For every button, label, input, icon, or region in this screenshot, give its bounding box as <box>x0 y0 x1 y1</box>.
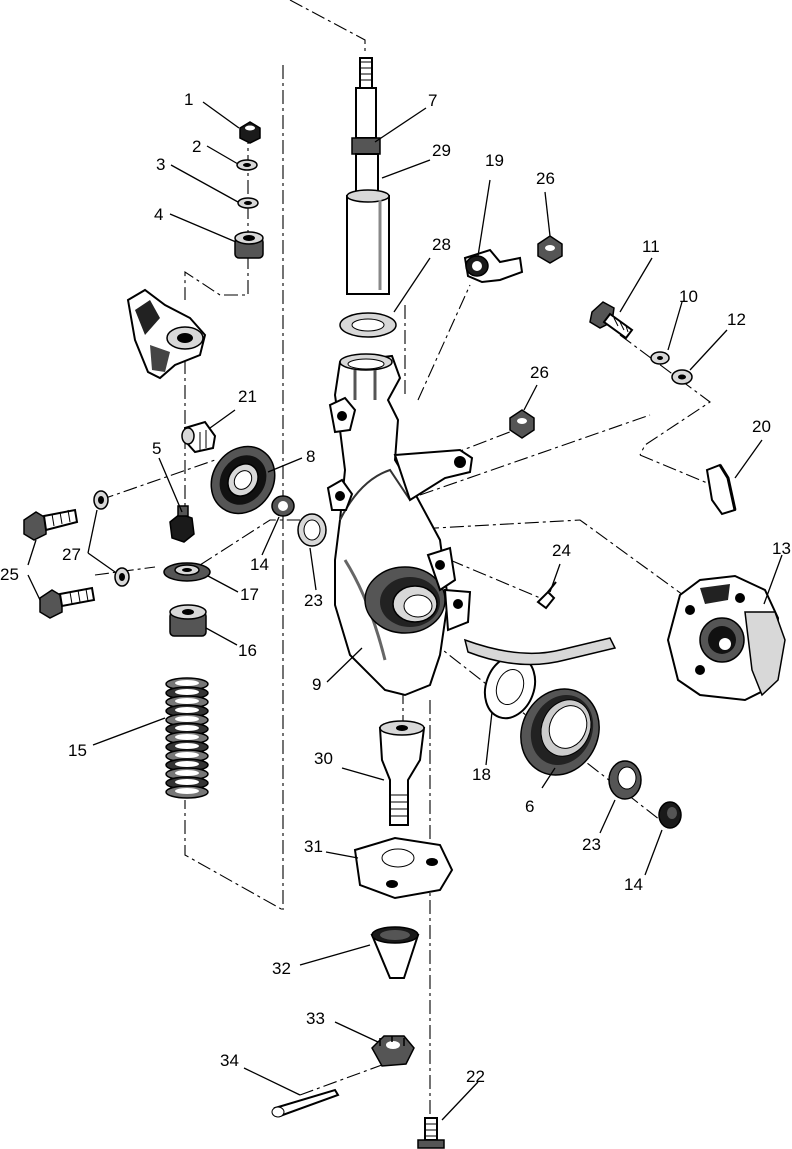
label-32: 32 <box>272 959 291 978</box>
part-15-spring <box>165 677 209 800</box>
label-15: 15 <box>68 741 87 760</box>
part-12-washer <box>671 369 693 385</box>
part-32-cone <box>370 926 420 979</box>
label-31: 31 <box>304 837 323 856</box>
part-13-caliper <box>666 574 786 702</box>
part-25-bolt-upper <box>23 508 79 541</box>
part-11-bolt <box>589 301 634 340</box>
part-23-ring-right <box>608 760 642 800</box>
part-17-seat <box>163 562 211 582</box>
spring-coil-inner <box>175 743 199 749</box>
part-29-tube <box>346 189 390 295</box>
part-34-cotter-pin <box>271 1088 340 1118</box>
brake-cable <box>463 637 617 666</box>
label-10: 10 <box>679 287 698 306</box>
spring-coil-inner <box>175 698 199 704</box>
part-22-screw <box>417 1117 445 1149</box>
part-23-ring-left <box>297 513 327 547</box>
part-27-washer-lower <box>114 567 130 587</box>
part-3-washer <box>237 197 259 209</box>
part-26-nut-top <box>537 235 563 264</box>
part-6-ring <box>520 688 600 776</box>
label-30: 30 <box>314 749 333 768</box>
part-1-nut <box>239 121 261 144</box>
label-34: 34 <box>220 1051 239 1070</box>
part-26-nut-lower <box>509 409 535 439</box>
part-10-washer <box>650 351 670 365</box>
part-33-castle-nut <box>371 1035 415 1067</box>
part-4-bushing <box>234 231 264 259</box>
spring-coil-inner <box>175 689 199 695</box>
label-18: 18 <box>472 765 491 784</box>
part-7-shaft <box>351 57 381 197</box>
label-29: 29 <box>432 141 451 160</box>
upper-bracket <box>126 288 207 380</box>
label-17: 17 <box>240 585 259 604</box>
label-16: 16 <box>238 641 257 660</box>
spring-coil-inner <box>175 779 199 785</box>
label-5: 5 <box>152 439 161 458</box>
label-14a: 14 <box>250 555 269 574</box>
label-9: 9 <box>312 675 321 694</box>
part-2-washer <box>236 159 258 171</box>
label-26a: 26 <box>536 169 555 188</box>
label-8: 8 <box>306 447 315 466</box>
label-25: 25 <box>0 565 19 584</box>
part-27-washer-upper <box>93 490 109 510</box>
part-9-knuckle <box>326 353 474 697</box>
part-31-plate <box>353 836 454 900</box>
label-13: 13 <box>772 539 791 558</box>
label-4: 4 <box>154 205 163 224</box>
part-28-ring <box>339 312 397 338</box>
part-5-fitting <box>169 505 195 543</box>
leader-lines <box>27 101 783 1121</box>
label-24: 24 <box>552 541 571 560</box>
label-22: 22 <box>466 1067 485 1086</box>
label-21: 21 <box>238 387 257 406</box>
part-14-nut-right <box>658 801 682 829</box>
part-19-clamp <box>463 248 524 284</box>
spring-coil-inner <box>175 770 199 776</box>
label-27: 27 <box>62 545 81 564</box>
label-19: 19 <box>485 151 504 170</box>
label-7: 7 <box>428 91 437 110</box>
part-20-pad <box>705 463 737 516</box>
spring-coil-inner <box>175 725 199 731</box>
spring-coil-inner <box>175 707 199 713</box>
part-18-washer <box>483 654 537 720</box>
spring-coil-inner <box>175 716 199 722</box>
callout-labels: 1 2 3 4 5 6 7 8 9 10 11 12 13 14 14 15 1… <box>0 90 791 1086</box>
label-6: 6 <box>525 797 534 816</box>
spring-coil-inner <box>175 761 199 767</box>
label-23b: 23 <box>582 835 601 854</box>
label-3: 3 <box>156 155 165 174</box>
spring-coil-inner <box>175 752 199 758</box>
part-24-fitting <box>536 581 557 610</box>
label-26b: 26 <box>530 363 549 382</box>
part-25-bolt-lower <box>39 586 96 619</box>
parts <box>23 57 786 1149</box>
spring-coil-inner <box>175 734 199 740</box>
label-28: 28 <box>432 235 451 254</box>
label-12: 12 <box>727 310 746 329</box>
part-30-ball-joint <box>378 720 426 826</box>
part-16-bushing <box>169 604 207 637</box>
part-14-nut-left <box>271 495 295 517</box>
label-33: 33 <box>306 1009 325 1028</box>
spring-coil-inner <box>175 788 199 794</box>
label-2: 2 <box>192 137 201 156</box>
spring-coil-inner <box>175 680 199 686</box>
label-20: 20 <box>752 417 771 436</box>
part-8-seal <box>210 445 276 515</box>
label-14b: 14 <box>624 875 643 894</box>
label-11: 11 <box>642 237 660 256</box>
label-1: 1 <box>184 90 193 109</box>
label-23a: 23 <box>304 591 323 610</box>
part-21-pin <box>181 420 217 454</box>
